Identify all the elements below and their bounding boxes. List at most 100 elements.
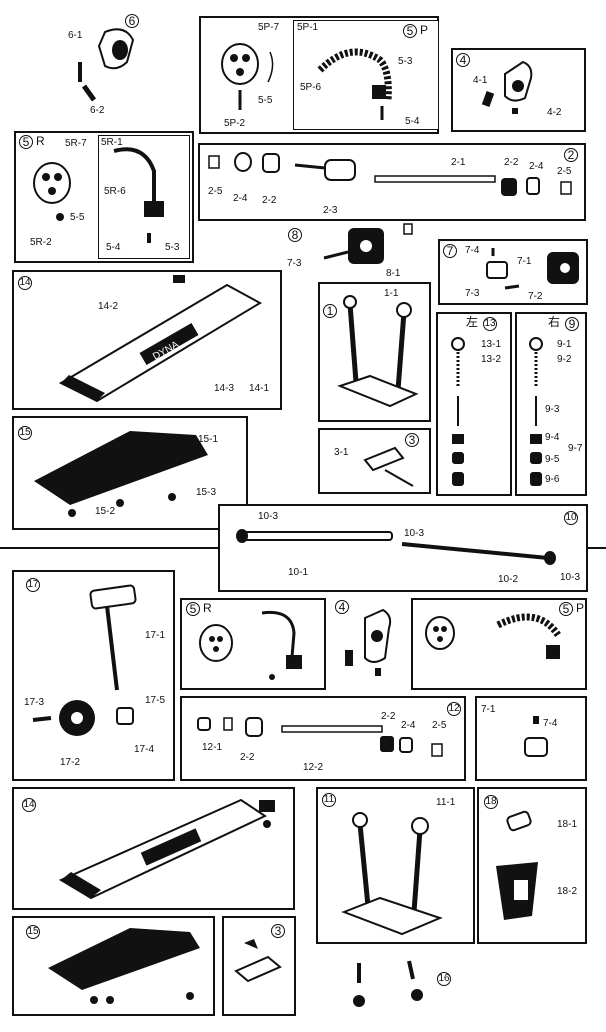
part-label: 14-1	[249, 383, 270, 394]
section-5r-suffix: R	[36, 134, 45, 148]
part-label: 5-3	[165, 242, 180, 253]
base-plate-bottom-illustration	[48, 928, 200, 1004]
section-5r-number: 5	[19, 135, 33, 149]
part-label: 5P-2	[224, 118, 246, 129]
section-5p-number: 5	[403, 24, 417, 38]
section-5r-bottom-suffix: R	[203, 601, 212, 615]
part-label: 17-5	[145, 695, 166, 706]
section-14-bottom-number: 14	[22, 798, 36, 812]
part-label: 2-4	[233, 193, 248, 204]
shaft-parts-illustration	[208, 152, 572, 196]
footboard-bottom-illustration	[58, 798, 275, 900]
cam-illustration	[524, 716, 548, 757]
chain-assembly-illustration	[425, 613, 561, 659]
part-label: 17-2	[60, 757, 81, 768]
clamp-part-illustration	[78, 28, 135, 102]
base-plate-illustration	[34, 431, 208, 517]
section-1-number: 1	[323, 304, 337, 318]
part-label: 2-5	[557, 166, 572, 177]
part-label: 14-3	[214, 383, 235, 394]
section-9-box	[515, 312, 587, 496]
section-11-number: 11	[322, 793, 336, 807]
spring-left-illustration	[451, 337, 465, 486]
part-label: 7-1	[481, 704, 496, 715]
strap-sprocket-illustration	[33, 147, 164, 243]
part-label: 18-2	[557, 886, 578, 897]
part-label: 10-2	[498, 574, 519, 585]
part-label: 18-1	[557, 819, 578, 830]
part-label: 2-2	[240, 752, 255, 763]
section-18-number: 18	[484, 795, 498, 809]
part-label: 5P-6	[300, 82, 322, 93]
part-label: 14-2	[98, 301, 119, 312]
section-5p-bottom-suffix: P	[576, 601, 585, 615]
part-label: 2-5	[208, 186, 223, 197]
section-16-number: 16	[437, 972, 451, 986]
part-label: 5-4	[405, 116, 420, 127]
section-13-prefix: 左	[466, 315, 479, 329]
part-label: 2-3	[323, 205, 338, 216]
footboard-illustration: DYNA	[58, 275, 263, 403]
part-label: 7-4	[465, 245, 480, 256]
chain-sprocket-illustration	[221, 43, 392, 120]
part-label: 10-3	[560, 572, 581, 583]
shaft-assembly-illustration	[197, 717, 443, 757]
part-label: 17-3	[24, 697, 45, 708]
part-label: 5-5	[70, 212, 85, 223]
part-label: 3-1	[334, 447, 349, 458]
part-label: 12-2	[303, 762, 324, 773]
part-label: 5R-2	[30, 237, 52, 248]
part-label: 5P-1	[297, 22, 319, 33]
section-9-number: 9	[565, 317, 579, 331]
section-14-number: 14	[18, 276, 32, 290]
part-label: 15-1	[198, 434, 219, 445]
part-label: 5-4	[106, 242, 121, 253]
section-15-number: 15	[18, 426, 32, 440]
part-label: 7-2	[528, 291, 543, 302]
spring-right-illustration	[529, 337, 543, 486]
part-label: 6-1	[68, 30, 83, 41]
frame-bottom-illustration	[341, 812, 443, 936]
part-label: 12-1	[202, 742, 223, 753]
section-10-number: 10	[564, 511, 578, 525]
drive-shafts-illustration	[236, 529, 556, 565]
part-label: 10-3	[258, 511, 279, 522]
part-label: 6-2	[90, 105, 105, 116]
section-4-box	[451, 48, 586, 132]
part-label: 2-4	[401, 720, 416, 731]
part-label: 9-3	[545, 404, 560, 415]
part-label: 13-1	[481, 339, 502, 350]
part-label: 9-2	[557, 354, 572, 365]
section-6-number: 6	[125, 14, 139, 28]
section-10-box	[218, 504, 588, 592]
part-label: 5R-7	[65, 138, 87, 149]
part-label: 15-3	[196, 487, 217, 498]
part-label: 13-2	[481, 354, 502, 365]
part-label: 1-1	[384, 288, 399, 299]
part-label: 17-1	[145, 630, 166, 641]
part-label: 7-3	[465, 288, 480, 299]
part-label: 5-3	[398, 56, 413, 67]
spur-bracket-bottom-illustration	[234, 939, 282, 983]
section-2-number: 2	[564, 148, 578, 162]
beater-holder-illustration	[486, 248, 579, 290]
section-13-number: 13	[483, 317, 497, 331]
section-4-number: 4	[456, 53, 470, 67]
part-label: 10-3	[404, 528, 425, 539]
part-label: 4-1	[473, 75, 488, 86]
section-12-number: 12	[447, 702, 461, 716]
part-label: 5P-7	[258, 22, 280, 33]
part-label: 7-4	[543, 718, 558, 729]
section-13-box	[436, 312, 512, 496]
part-label: 9-1	[557, 339, 572, 350]
part-label: 7-1	[517, 256, 532, 267]
section-3-bottom-number: 3	[271, 924, 285, 938]
section-7-number: 7	[443, 244, 457, 258]
part-label: 9-4	[545, 432, 560, 443]
pedal-frame-illustration	[337, 295, 419, 408]
part-label: 5R-6	[104, 186, 126, 197]
part-label: 7-3	[287, 258, 302, 269]
part-label: 9-5	[545, 454, 560, 465]
part-label: 5R-1	[101, 137, 123, 148]
part-label: 17-4	[134, 744, 155, 755]
